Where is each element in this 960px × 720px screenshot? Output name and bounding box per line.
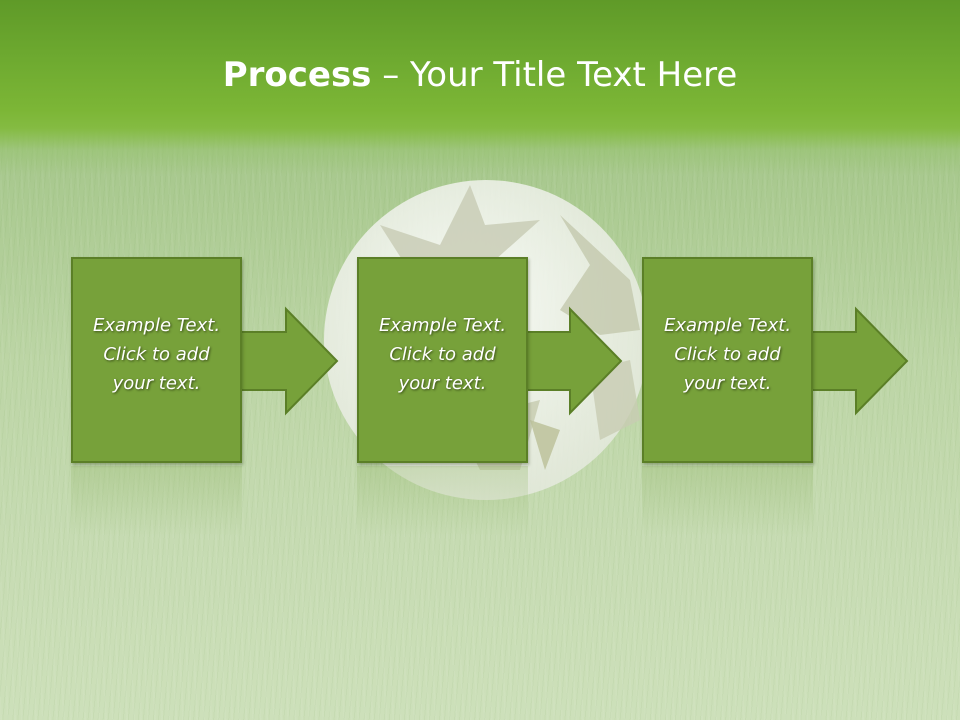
box-reflection: [642, 466, 813, 536]
title-bold: Process: [222, 55, 372, 95]
box-reflection: [357, 466, 528, 536]
step-text[interactable]: Example Text. Click to add your text.: [359, 311, 526, 398]
step-line: your text.: [683, 373, 772, 394]
step-text[interactable]: Example Text. Click to add your text.: [644, 311, 811, 398]
title-band: [0, 0, 960, 175]
step-line: Example Text.: [663, 315, 792, 336]
right-arrow-icon: [239, 306, 339, 416]
title-rest: – Your Title Text Here: [371, 55, 738, 95]
step-line: Click to add: [674, 344, 781, 365]
box-reflection: [71, 466, 242, 536]
process-step-1[interactable]: Example Text. Click to add your text.: [71, 257, 242, 463]
step-line: your text.: [398, 373, 487, 394]
step-line: Example Text.: [378, 315, 507, 336]
step-line: your text.: [112, 373, 201, 394]
step-line: Click to add: [389, 344, 496, 365]
right-arrow-icon: [525, 306, 623, 416]
step-text[interactable]: Example Text. Click to add your text.: [73, 311, 240, 398]
step-line: Example Text.: [92, 315, 221, 336]
slide-title[interactable]: Process – Your Title Text Here: [0, 52, 960, 98]
process-step-3[interactable]: Example Text. Click to add your text.: [642, 257, 813, 463]
step-line: Click to add: [103, 344, 210, 365]
right-arrow-icon: [811, 306, 909, 416]
process-step-2[interactable]: Example Text. Click to add your text.: [357, 257, 528, 463]
